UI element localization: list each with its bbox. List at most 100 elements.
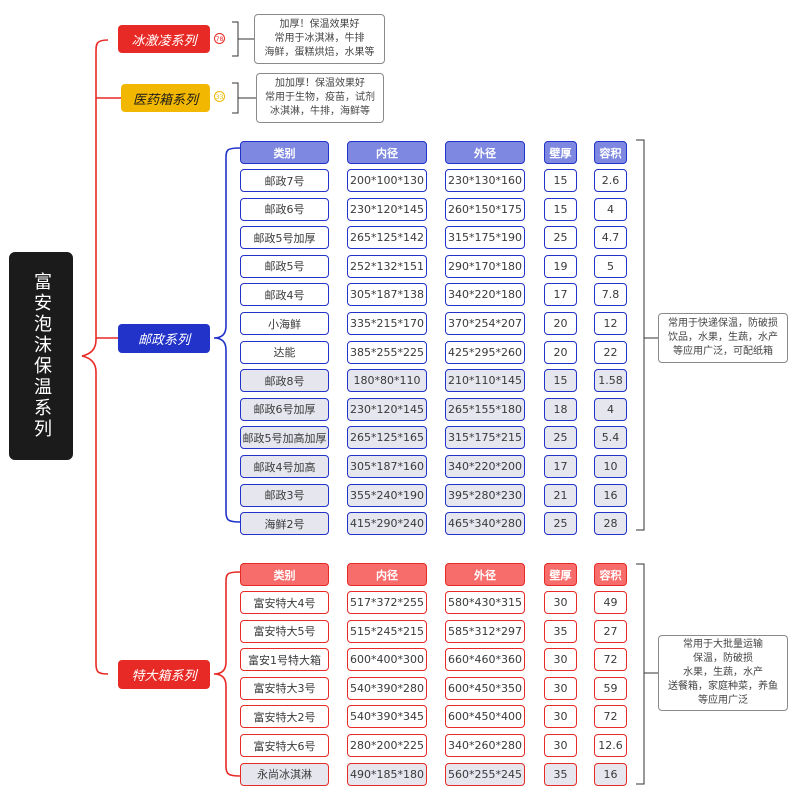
table-cell-inner-size: 490*185*180 <box>347 762 427 786</box>
table-cell-outer-size: 395*280*230 <box>445 483 525 507</box>
table-cell-wall-thickness: 30 <box>544 676 577 700</box>
postal-right-bracket <box>636 139 658 531</box>
note-line: 冰淇淋，牛排，海鲜等 <box>270 106 370 117</box>
table-cell-wall-thickness: 35 <box>544 762 577 786</box>
note-line: 饮品，水果，生蔬，水产 <box>668 332 778 343</box>
table-cell-outer-size: 660*460*360 <box>445 648 525 672</box>
table-cell-outer-size: 585*312*297 <box>445 619 525 643</box>
table-cell-outer-size: 230*130*160 <box>445 169 525 192</box>
table-cell-inner-size: 600*400*300 <box>347 648 427 672</box>
ice-cream-series-node[interactable]: 冰激凌系列 <box>118 25 210 53</box>
table-cell-outer-size: 370*254*207 <box>445 312 525 335</box>
ice-cream-count-badge: 78 <box>214 33 225 44</box>
table-cell-category: 小海鲜 <box>240 312 329 335</box>
table-cell-outer-size: 600*450*350 <box>445 676 525 700</box>
table-cell-outer-size: 340*220*180 <box>445 283 525 307</box>
table-cell-inner-size: 517*372*255 <box>347 591 427 614</box>
table-cell-outer-size: 600*450*400 <box>445 705 525 729</box>
table-header-volume: 容积 <box>594 563 627 586</box>
table-cell-wall-thickness: 25 <box>544 226 577 250</box>
table-cell-inner-size: 335*215*170 <box>347 312 427 335</box>
note-line: 常用于冰淇淋，牛排 <box>274 33 365 44</box>
table-cell-inner-size: 540*390*345 <box>347 705 427 729</box>
table-cell-outer-size: 260*150*175 <box>445 197 525 221</box>
table-cell-inner-size: 355*240*190 <box>347 483 427 507</box>
table-cell-inner-size: 540*390*280 <box>347 676 427 700</box>
ice-note-brace <box>232 21 254 57</box>
large-left-bracket <box>213 571 241 777</box>
table-cell-category: 富安1号特大箱 <box>240 648 329 672</box>
table-cell-category: 永尚冰淇淋 <box>240 762 329 786</box>
table-cell-volume: 7.8 <box>594 283 627 307</box>
table-cell-outer-size: 465*340*280 <box>445 512 525 536</box>
postal-note: 常用于快递保温，防破损 饮品，水果，生蔬，水产 等应用广泛，可配纸箱 <box>658 313 788 363</box>
large-right-bracket <box>636 563 658 785</box>
table-cell-outer-size: 210*110*145 <box>445 369 525 393</box>
table-header-inner-size: 内径 <box>347 563 427 586</box>
postal-series-node[interactable]: 邮政系列 <box>118 324 210 353</box>
table-cell-wall-thickness: 30 <box>544 705 577 729</box>
table-cell-outer-size: 315*175*215 <box>445 426 525 450</box>
medicine-note: 加加厚！保温效果好 常用于生物，疫苗，试剂 冰淇淋，牛排，海鲜等 <box>256 73 384 123</box>
root-bracket-bottom <box>81 355 109 675</box>
table-cell-category: 邮政4号 <box>240 283 329 307</box>
medicine-series-node[interactable]: 医药箱系列 <box>121 84 210 112</box>
table-cell-inner-size: 230*120*145 <box>347 197 427 221</box>
table-cell-wall-thickness: 17 <box>544 455 577 478</box>
table-cell-category: 邮政5号加厚 <box>240 226 329 250</box>
note-line: 常用于快递保温，防破损 <box>668 318 778 329</box>
table-cell-wall-thickness: 30 <box>544 648 577 672</box>
root-bracket-top <box>81 39 109 357</box>
table-cell-category: 邮政6号加厚 <box>240 397 329 421</box>
table-cell-inner-size: 385*255*225 <box>347 340 427 364</box>
table-cell-outer-size: 315*175*190 <box>445 226 525 250</box>
table-cell-volume: 5.4 <box>594 426 627 450</box>
note-line: 等应用广泛，可配纸箱 <box>673 346 773 357</box>
table-cell-volume: 59 <box>594 676 627 700</box>
postal-left-bracket <box>213 147 241 523</box>
ice-cream-note: 加厚！保温效果好 常用于冰淇淋，牛排 海鲜，蛋糕烘焙，水果等 <box>254 14 385 64</box>
table-cell-category: 海鲜2号 <box>240 512 329 536</box>
table-cell-wall-thickness: 19 <box>544 254 577 278</box>
note-line: 水果，生蔬，水产 <box>683 667 763 678</box>
table-cell-outer-size: 265*155*180 <box>445 397 525 421</box>
table-header-wall-thickness: 壁厚 <box>544 563 577 586</box>
note-line: 海鲜，蛋糕烘焙，水果等 <box>264 47 375 58</box>
table-cell-volume: 2.6 <box>594 169 627 192</box>
table-cell-inner-size: 265*125*165 <box>347 426 427 450</box>
note-line: 加加厚！保温效果好 <box>275 78 365 89</box>
table-cell-inner-size: 252*132*151 <box>347 254 427 278</box>
table-cell-wall-thickness: 35 <box>544 619 577 643</box>
table-header-outer-size: 外径 <box>445 563 525 586</box>
table-cell-inner-size: 265*125*142 <box>347 226 427 250</box>
root-title: 富安泡沫保温系列 <box>9 252 73 460</box>
note-line: 常用于生物，疫苗，试剂 <box>265 92 375 103</box>
table-cell-wall-thickness: 25 <box>544 512 577 536</box>
table-cell-volume: 10 <box>594 455 627 478</box>
table-cell-wall-thickness: 21 <box>544 483 577 507</box>
table-cell-wall-thickness: 20 <box>544 312 577 335</box>
table-cell-wall-thickness: 17 <box>544 283 577 307</box>
table-cell-wall-thickness: 30 <box>544 591 577 614</box>
table-cell-volume: 27 <box>594 619 627 643</box>
table-cell-outer-size: 340*220*200 <box>445 455 525 478</box>
table-cell-wall-thickness: 15 <box>544 169 577 192</box>
table-cell-category: 达能 <box>240 340 329 364</box>
note-line: 送餐箱，家庭种菜，养鱼 <box>668 681 778 692</box>
table-cell-category: 富安特大2号 <box>240 705 329 729</box>
large-box-series-node[interactable]: 特大箱系列 <box>118 660 210 689</box>
table-cell-inner-size: 415*290*240 <box>347 512 427 536</box>
table-cell-category: 富安特大3号 <box>240 676 329 700</box>
table-cell-volume: 1.58 <box>594 369 627 393</box>
table-header-volume: 容积 <box>594 141 627 164</box>
note-line: 等应用广泛 <box>698 695 748 706</box>
medicine-count-badge: 33 <box>214 91 225 102</box>
table-cell-category: 邮政5号加高加厚 <box>240 426 329 450</box>
table-cell-volume: 5 <box>594 254 627 278</box>
table-header-wall-thickness: 壁厚 <box>544 141 577 164</box>
table-header-category: 类别 <box>240 141 329 164</box>
table-cell-category: 邮政3号 <box>240 483 329 507</box>
table-cell-category: 邮政6号 <box>240 197 329 221</box>
table-cell-wall-thickness: 20 <box>544 340 577 364</box>
note-line: 常用于大批量运输 <box>683 639 763 650</box>
